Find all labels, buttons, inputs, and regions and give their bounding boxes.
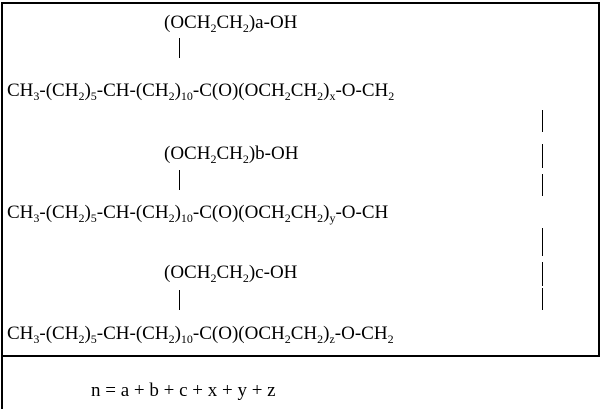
sum-equation: n = a + b + c + x + y + z [91,380,276,401]
glycerol-bond-3 [542,174,543,196]
glycerol-bond-6 [542,288,543,310]
branch-b-bond [179,170,180,190]
frame-border-left [1,2,3,409]
glycerol-bond-1 [542,110,543,132]
glycerol-bond-5 [542,262,543,286]
chain-1: CH3-(CH2)5-CH-(CH2)10-C(O)(OCH2CH2)x-O-C… [7,80,395,103]
chain-3: CH3-(CH2)5-CH-(CH2)10-C(O)(OCH2CH2)z-O-C… [7,323,394,346]
branch-c-label: (OCH2CH2)c-OH [164,262,298,285]
branch-b-label: (OCH2CH2)b-OH [164,143,299,166]
glycerol-bond-2 [542,144,543,168]
chain-2: CH3-(CH2)5-CH-(CH2)10-C(O)(OCH2CH2)y-O-C… [7,202,389,225]
frame-border-bottom [1,355,600,357]
branch-a-bond [179,38,180,58]
frame-border-top [1,2,600,4]
branch-c-bond [179,290,180,310]
glycerol-bond-4 [542,228,543,256]
frame-border-right [598,2,600,356]
branch-a-label: (OCH2CH2)a-OH [164,12,298,35]
